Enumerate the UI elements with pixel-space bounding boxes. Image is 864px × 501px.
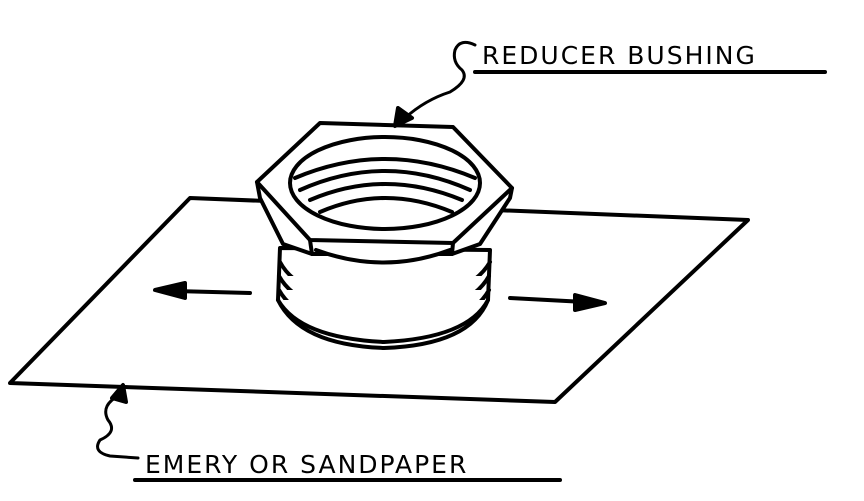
bushing-label: REDUCER BUSHING: [482, 41, 757, 70]
bushing-threaded-body: [276, 246, 492, 350]
right-arrow-icon: [508, 293, 607, 312]
sandpaper-sheet: [8, 196, 750, 404]
bushing-leader-line: [403, 40, 477, 120]
sandpaper-leader-line: [96, 393, 140, 460]
sandpaper-label: EMERY OR SANDPAPER: [145, 450, 468, 479]
sandpaper-leader-arrowhead-icon: [110, 383, 128, 404]
bushing-hex-nut: [255, 121, 514, 265]
left-arrow-icon: [153, 281, 252, 300]
bushing-leader-arrowhead-icon: [393, 106, 414, 128]
